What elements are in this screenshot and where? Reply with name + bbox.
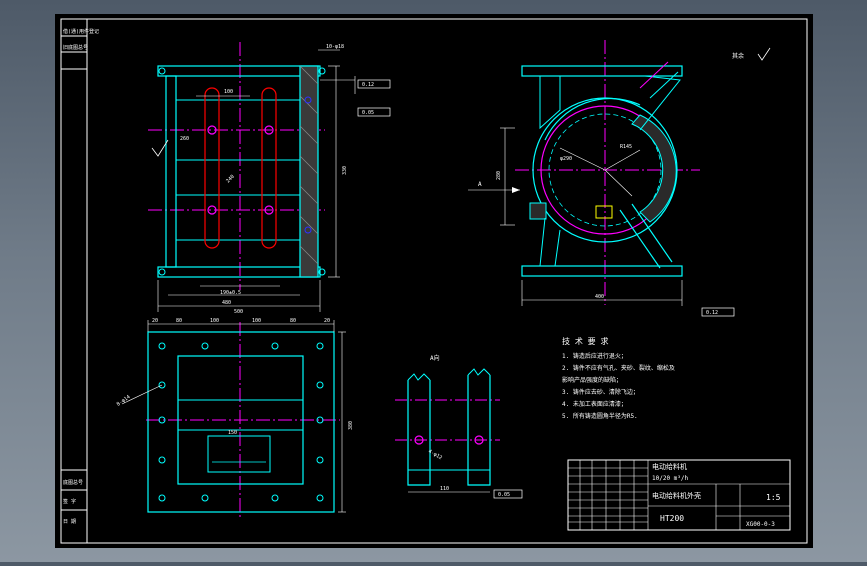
tech-req-item-6: 5. 所有铸造圆角半径为R5. [562, 412, 638, 420]
side-note-2: 旧底图总号 [63, 44, 88, 51]
plan-dim-4: 100 [252, 318, 261, 324]
inner-frame [86, 18, 808, 544]
dim-front-w2: 260 [180, 136, 189, 142]
tech-req-item-1: 1. 铸造后应进行退火； [562, 352, 627, 360]
side-dim-radius: R145 [620, 144, 632, 150]
title-block: 电动给料机 10/20 m³/h 电动给料机外壳 HT200 1:5 XG00-… [567, 459, 791, 531]
tech-req-item-4: 3. 铸件应去砂、清除飞边； [562, 388, 639, 396]
side-note-4: 签 字 [63, 498, 76, 505]
tech-req-item-5: 4. 未加工表面应清漆； [562, 400, 627, 408]
side-note-3: 底图总号 [63, 479, 83, 486]
technical-requirements: 技 术 要 求 1. 铸造后应进行退火； 2. 铸件不应有气孔、夹砂、裂纹、缩松… [562, 336, 675, 420]
section-arrow-label: A [478, 181, 482, 188]
plan-dim-slot: 150 [228, 430, 237, 436]
dim-front-bot-total: 500 [234, 309, 243, 315]
flatness-2: 0.05 [362, 110, 374, 116]
dim-front-height: 330 [342, 166, 348, 175]
plan-dim-5: 80 [290, 318, 296, 324]
side-dim-width: 400 [595, 294, 604, 300]
tb-drawing-no: XG00-0-3 [746, 521, 775, 528]
drawing-sheet [55, 14, 813, 548]
side-note-5: 日 期 [63, 519, 76, 525]
side-dim-diameter: φ290 [560, 156, 572, 162]
detail-flatness: 0.05 [498, 492, 510, 498]
tb-part-name: 电动给料机外壳 [652, 491, 701, 500]
tb-sheet: 1:5 [766, 493, 781, 502]
tb-material: HT200 [660, 514, 684, 523]
side-flatness: 0.12 [706, 310, 718, 316]
tb-product-name: 电动给料机 [652, 462, 687, 471]
tb-capacity: 10/20 m³/h [652, 475, 689, 482]
tech-req-item-3: 影响产品强度的缺陷； [562, 376, 622, 384]
plan-dim-3: 100 [210, 318, 219, 324]
side-view: A 400 280 φ290 R145 0.12 其余 [468, 40, 771, 317]
flatness-1: 0.12 [362, 82, 374, 88]
left-margin-table-bottom [60, 469, 88, 544]
dim-front-bot-sub: 190±0.5 [220, 290, 241, 296]
plan-dim-2: 80 [176, 318, 182, 324]
dim-front-top: 10-φ18 [326, 44, 344, 50]
tech-req-title: 技 术 要 求 [562, 336, 608, 346]
plan-dim-6: 20 [324, 318, 330, 324]
left-margin-table-top [60, 18, 88, 70]
view-a-label: A向 [430, 354, 440, 362]
dim-front-bot-inner: 480 [222, 300, 231, 306]
dim-front-w1: 240 [225, 174, 236, 185]
tech-req-item-2: 2. 铸件不应有气孔、夹砂、裂纹、缩松及 [562, 364, 675, 372]
front-view: 480 500 190±0.5 100 10-φ18 240 260 330 0… [148, 42, 391, 315]
roughness-note: 其余 [732, 52, 744, 60]
plan-dim-1: 20 [152, 318, 158, 324]
side-dim-height: 280 [496, 171, 502, 180]
plan-view: 20 80 100 100 80 20 380 150 8-φ14 [116, 318, 354, 520]
dim-slot-width: 100 [224, 89, 233, 95]
side-note-1: 借(通)用件登记 [63, 28, 99, 35]
plan-dim-height: 380 [348, 421, 354, 430]
detail-dim-width: 110 [440, 486, 449, 492]
